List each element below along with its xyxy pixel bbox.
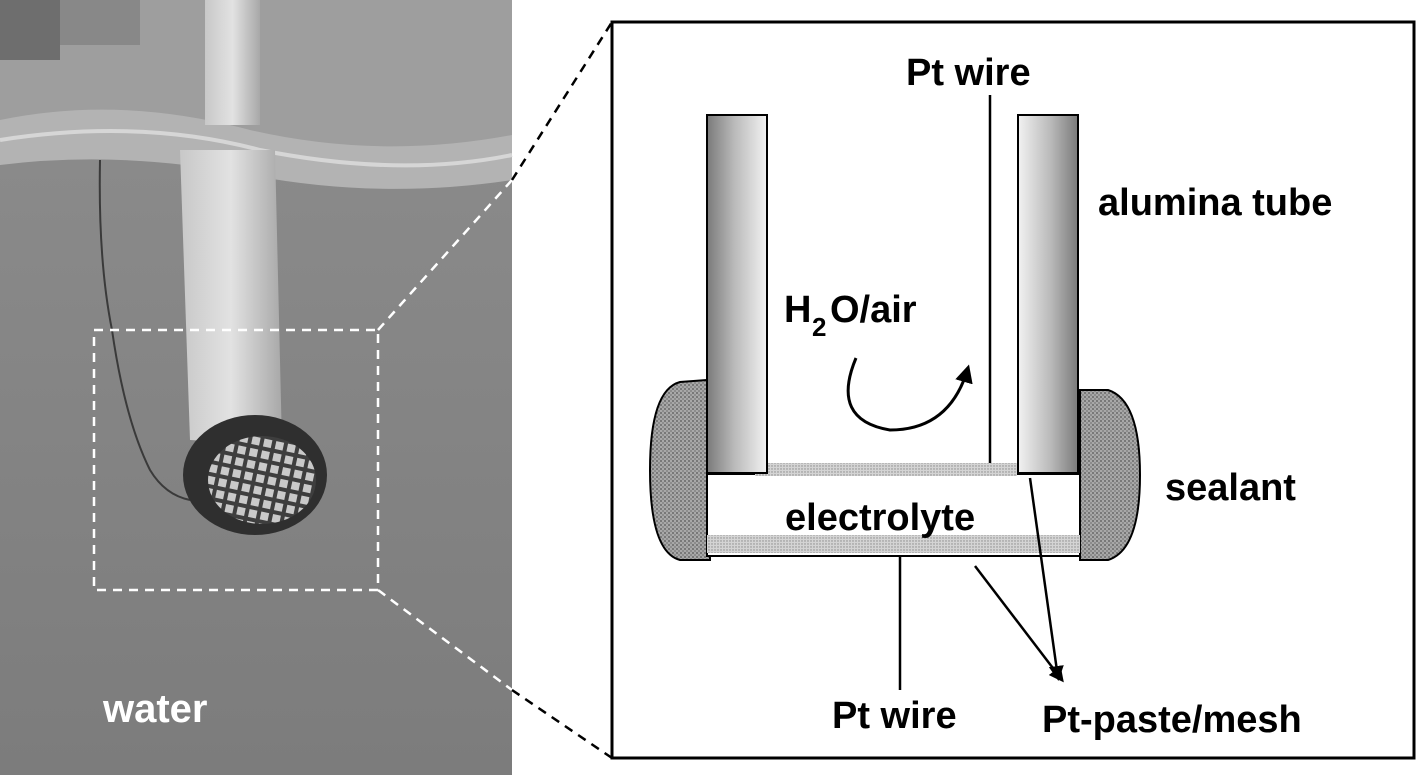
- label-sealant: sealant: [1165, 467, 1296, 509]
- label-electrolyte: electrolyte: [785, 497, 975, 539]
- schematic-panel: Pt wire alumina tube H 2 O/air sealant e…: [610, 20, 1416, 760]
- dark-corner-block: [0, 0, 60, 60]
- zoom-line-bottom-white: [511, 688, 613, 760]
- label-h2o-air: H 2 O/air: [784, 289, 917, 342]
- leader-arrow-2: [974, 565, 1064, 683]
- label-pt-wire-top: Pt wire: [906, 52, 1031, 94]
- zoom-connectors: [377, 21, 614, 760]
- zoom-line-bottom-photo: [377, 588, 513, 692]
- pt-paste-top: [755, 463, 1017, 476]
- sealant-left: [648, 378, 712, 561]
- label-pt-paste-mesh: Pt-paste/mesh: [1042, 699, 1302, 741]
- photo-panel: water: [0, 0, 513, 775]
- pt-mesh-photo: [208, 436, 316, 524]
- pt-wire-photo: [98, 159, 191, 501]
- upper-rod: [205, 0, 260, 125]
- label-alumina-tube: alumina tube: [1098, 182, 1332, 224]
- label-pt-wire-bottom: Pt wire: [832, 695, 957, 737]
- leader-arrow-1: [1028, 477, 1064, 681]
- water-surface-highlight: [0, 129, 513, 168]
- label-h2o-subscript: 2: [812, 312, 826, 342]
- alumina-tube-left: [706, 114, 768, 474]
- sealant-right: [1079, 389, 1142, 561]
- label-h2o-h: H: [784, 289, 811, 331]
- label-h2o-rest: O/air: [830, 289, 917, 331]
- cell-end-cap: [183, 415, 327, 535]
- zoom-line-top-white: [510, 21, 614, 181]
- zoom-line-top-photo: [377, 179, 513, 331]
- pt-paste-bottom: [707, 535, 1080, 553]
- water-label: water: [102, 687, 208, 731]
- gas-flow-arrow: [846, 357, 973, 432]
- alumina-tube-right: [1017, 114, 1079, 474]
- alumina-tube-photo: [180, 150, 282, 445]
- dark-corner-block-2: [60, 0, 140, 45]
